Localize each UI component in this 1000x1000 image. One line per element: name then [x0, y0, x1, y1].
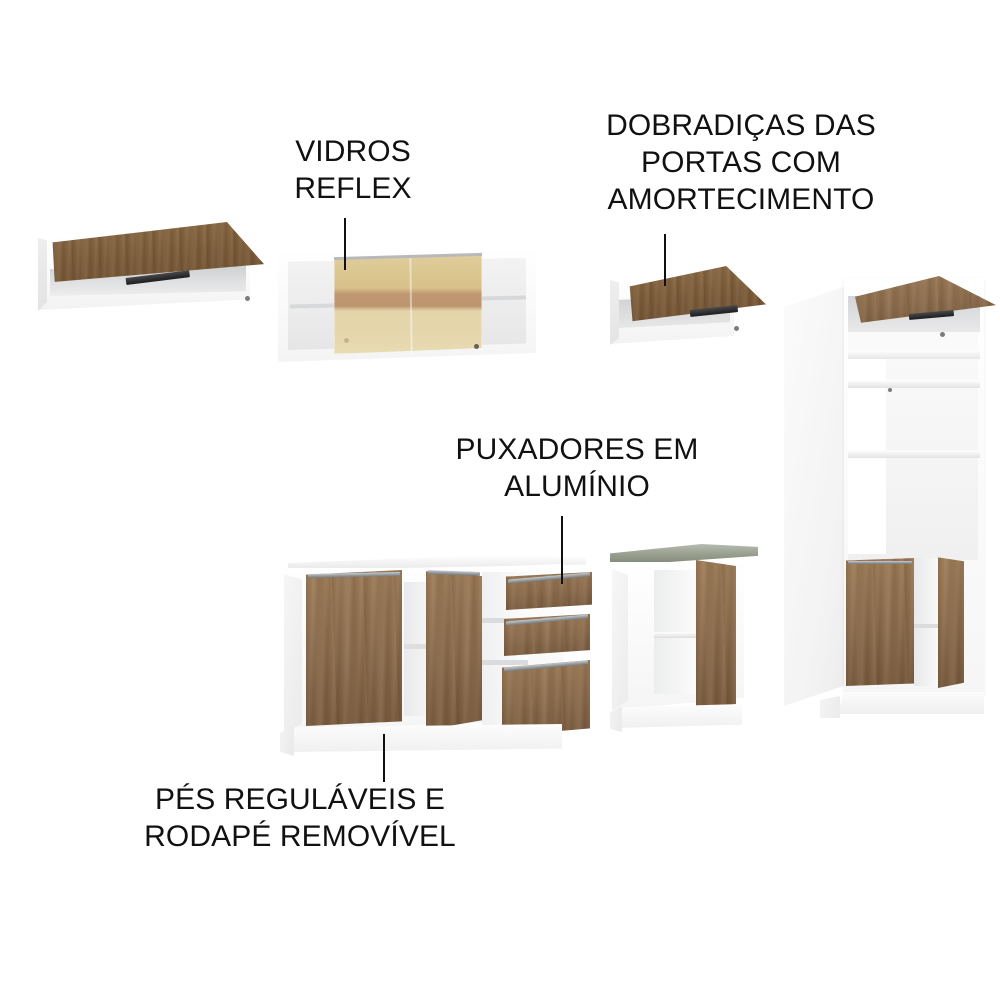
annotation-puxadores-aluminio: PUXADORES EM ALUMÍNIO [455, 433, 699, 503]
carcass-side-panel [784, 286, 846, 706]
leader-line-dobradicas [664, 234, 666, 286]
glass-door-pull-right[interactable] [474, 344, 479, 349]
leader-line-puxadores [561, 516, 563, 584]
shelf-support-pin [888, 388, 892, 392]
annotation-dobradicas-amortecimento: DOBRADIÇAS DAS PORTAS COM AMORTECIMENTO [606, 109, 876, 216]
carcass-side-panel [38, 238, 47, 311]
glass-door-pull-left[interactable] [344, 338, 349, 343]
shelf-lower [914, 624, 940, 628]
cabinet-base-cabinet-large [276, 548, 606, 758]
plinth-side [280, 726, 294, 756]
carcass-side-panel [284, 574, 302, 732]
annotation-vidros-reflex: VIDROS REFLEX [294, 135, 412, 205]
door-reflex-glass[interactable] [334, 254, 482, 354]
drawer-front-3[interactable] [502, 660, 590, 736]
hinge-pin-icon [734, 326, 739, 331]
handle-aluminum-lower-left[interactable] [848, 561, 912, 564]
cabinet-interior-lower [914, 558, 940, 686]
plinth-toe-kick [838, 692, 984, 714]
shelf-1 [848, 350, 980, 359]
plinth-toe-kick [618, 704, 742, 728]
door-left[interactable] [306, 570, 402, 726]
carcass-side-panel [610, 279, 619, 345]
leader-line-vidros-reflex [344, 218, 346, 270]
shelf-1 [654, 632, 696, 638]
plinth-side [820, 696, 840, 718]
hinge-pin-icon [245, 296, 250, 301]
hinge-pin-icon [940, 332, 945, 337]
open-bay [848, 458, 886, 554]
shelf-3 [848, 450, 980, 458]
door-lower-left[interactable] [846, 558, 914, 686]
shelf-2 [848, 380, 980, 388]
open-niche-2 [848, 388, 886, 450]
door-middle[interactable] [426, 571, 482, 730]
door-lower-right[interactable] [938, 557, 964, 688]
cabinet-flip-wall-cabinet-left [30, 214, 264, 332]
plinth-toe-kick [290, 724, 562, 752]
cabinet-base-cabinet-small [606, 536, 766, 736]
plinth-side [610, 706, 622, 732]
door-open[interactable] [696, 560, 736, 710]
cabinet-glass-wall-cabinet [278, 238, 538, 368]
shelf-interior [404, 644, 444, 649]
drawer-runner-2 [482, 660, 528, 665]
leader-line-pes-rodape [383, 734, 385, 782]
cabinet-small-wall-cabinet [604, 258, 774, 356]
cabinet-tall-column-cabinet [784, 272, 1000, 724]
annotation-pes-rodape: PÉS REGULÁVEIS E RODAPÉ REMOVÍVEL [144, 783, 456, 853]
carcass-side-panel [612, 569, 628, 710]
